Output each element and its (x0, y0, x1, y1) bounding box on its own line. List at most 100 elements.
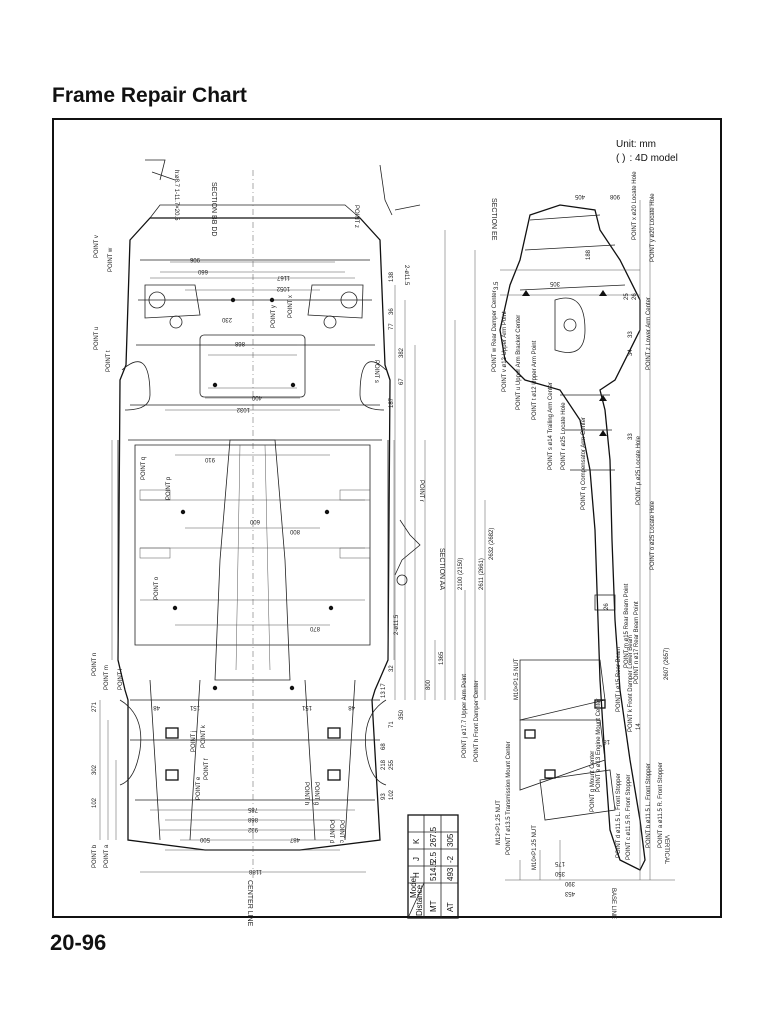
table-row-j: J (412, 857, 421, 861)
dim-906: 906 (189, 256, 200, 262)
plan-view (99, 159, 486, 880)
dim-71: 71 (389, 721, 395, 728)
paren-symbol: ( ) (616, 153, 626, 164)
dim-400: 400 (251, 394, 262, 400)
dim-48-left: 48 (153, 704, 160, 710)
dim-2-11-5-front: 2-ø11.5 (394, 614, 400, 635)
dim-48-right: 48 (348, 704, 355, 710)
dim-2611: 2611 (2661) (479, 558, 485, 590)
table-col-mt: MT (429, 900, 438, 912)
side-dim-175: 175 (554, 860, 565, 866)
point-label-e: POINT e (196, 776, 202, 800)
side-point-u: POINT u Upper Arm Bracket Center (516, 315, 522, 410)
side-point-f: POINT f ø13.5 Transmission Mount Center (506, 741, 512, 855)
table-row-k: K (412, 838, 421, 844)
side-point-c: POINT c ø11.5 R. Front Stopper (626, 775, 632, 860)
point-label-y: POINT y (271, 305, 277, 328)
bolt-m12: M12×P1.25 NUT (496, 800, 502, 845)
point-label-x: POINT x (288, 295, 294, 318)
page-title: Frame Repair Chart (52, 84, 247, 107)
side-dim-33-b: 33 (628, 433, 634, 440)
dim-932: 932 (247, 826, 258, 832)
dim-151-left: 151 (189, 704, 200, 710)
point-label-c: POINT c (338, 820, 344, 843)
dim-102-left: 102 (92, 797, 98, 808)
point-label-t: POINT t (106, 350, 112, 372)
dim-36: 36 (389, 308, 395, 315)
side-point-b: POINT b ø11.5 L. Front Stopper (646, 763, 652, 848)
table-j-at: -2 (446, 855, 455, 863)
table-corner-model: Model (409, 876, 418, 898)
bolt-m10-125: M10×P1.25 NUT (532, 825, 538, 870)
dim-302: 302 (92, 764, 98, 775)
point-label-g: POINT g (313, 782, 319, 805)
table-row-h: H (412, 872, 421, 878)
dim-187: 187 (389, 397, 395, 408)
dim-785: 785 (247, 806, 258, 812)
side-point-x: POINT x ø20 Locate Hole (632, 171, 638, 240)
side-dim-33-a: 33 (628, 331, 634, 338)
side-point-t: POINT t ø12 Upper Arm Point (532, 340, 538, 420)
side-point-o: POINT o ø25 Locate Hole (650, 500, 656, 570)
side-point-v: POINT v ø12 Upper Arm Point (502, 311, 508, 392)
dim-2100: 2100 (2150) (458, 558, 464, 590)
point-label-n: POINT n (92, 653, 98, 676)
base-line-label: BASE LINE (610, 888, 616, 919)
table-corner-distance: Distance (415, 884, 424, 916)
side-point-labels: POINT x ø20 Locate Hole POINT y ø20 Loca… (462, 171, 664, 870)
dim-1188: 1188 (248, 868, 262, 874)
dim-255: 255 (389, 759, 395, 770)
section-labels: SECTION BB DD SECTION EE SECTION AA CENT… (210, 182, 669, 927)
dim-68: 68 (381, 743, 387, 750)
side-dim-18: 18 (603, 738, 610, 744)
bolt-m10-15: M10×P1.5 NUT (514, 658, 520, 700)
side-dimensions: 405 908 188 25 26 305 33 34 33 26 14 18 … (494, 193, 670, 896)
dim-2632: 2632 (2682) (489, 528, 495, 560)
plan-dimensions: 906 660 1167 1052 230 868 400 1032 910 1… (92, 170, 495, 874)
side-dim-305: 305 (549, 280, 560, 286)
table-col-at: AT (446, 902, 455, 912)
side-dim-350: 350 (554, 870, 565, 876)
dim-102-right: 102 (389, 789, 395, 800)
side-point-j: POINT j ø17.7 Upper Arm Point (462, 674, 468, 758)
side-view (499, 200, 675, 881)
section-ee-label: SECTION EE (490, 198, 497, 241)
dim-600: 600 (249, 518, 260, 524)
table-k-mt: 267.5 (429, 826, 438, 847)
table-k-at: 305 (446, 833, 455, 847)
point-label-k: POINT k (201, 724, 207, 748)
side-dim-405: 405 (574, 193, 585, 199)
dim-hole-spec: h:ø8.7 1-11.7×20.5 (173, 170, 179, 221)
point-label-z: POINT z (353, 205, 359, 228)
side-dim-390: 390 (564, 880, 575, 886)
dim-1052: 1052 (276, 285, 290, 291)
dim-151-right: 151 (301, 704, 312, 710)
dim-868-front: 868 (247, 816, 258, 822)
side-point-a: POINT a ø11.5 R. Front Stopper (658, 762, 664, 848)
dim-93: 93 (381, 793, 387, 800)
section-bb-dd-label: SECTION BB DD (210, 182, 217, 236)
side-dim-25: 25 (624, 293, 630, 300)
side-point-y: POINT y ø20 Locate Hole (650, 193, 656, 262)
side-point-q: POINT q Compensator Arm Center (581, 417, 587, 510)
side-point-k: POINT k Front Damper Lower Beam (628, 635, 634, 732)
side-point-n: POINT n ø17 Rear Beam Point (634, 601, 640, 684)
center-line-label: CENTER LINE (246, 880, 253, 927)
vertical-label: VERTICAL (663, 835, 669, 865)
side-dim-26-mid: 26 (604, 603, 610, 610)
side-point-p: POINT p ø25 Locate Hole (636, 435, 642, 505)
dim-1365: 1365 (439, 651, 445, 665)
dim-800-floor: 800 (289, 528, 300, 534)
point-label-b: POINT b (92, 844, 98, 868)
dim-13: 13 (381, 691, 387, 698)
point-label-f: POINT f (204, 758, 210, 780)
side-point-e: POINT e ø13 Engine Mount Center (596, 698, 602, 792)
side-point-z: POINT z Lower Arm Center (646, 297, 652, 370)
point-label-p: POINT p (166, 476, 172, 500)
section-aa-label: SECTION AA (438, 548, 445, 590)
dim-870: 870 (309, 625, 320, 631)
side-dim-908: 908 (609, 193, 620, 199)
unit-text: Unit: mm (616, 139, 656, 150)
side-point-w: POINT w Rear Damper Center (492, 290, 498, 372)
